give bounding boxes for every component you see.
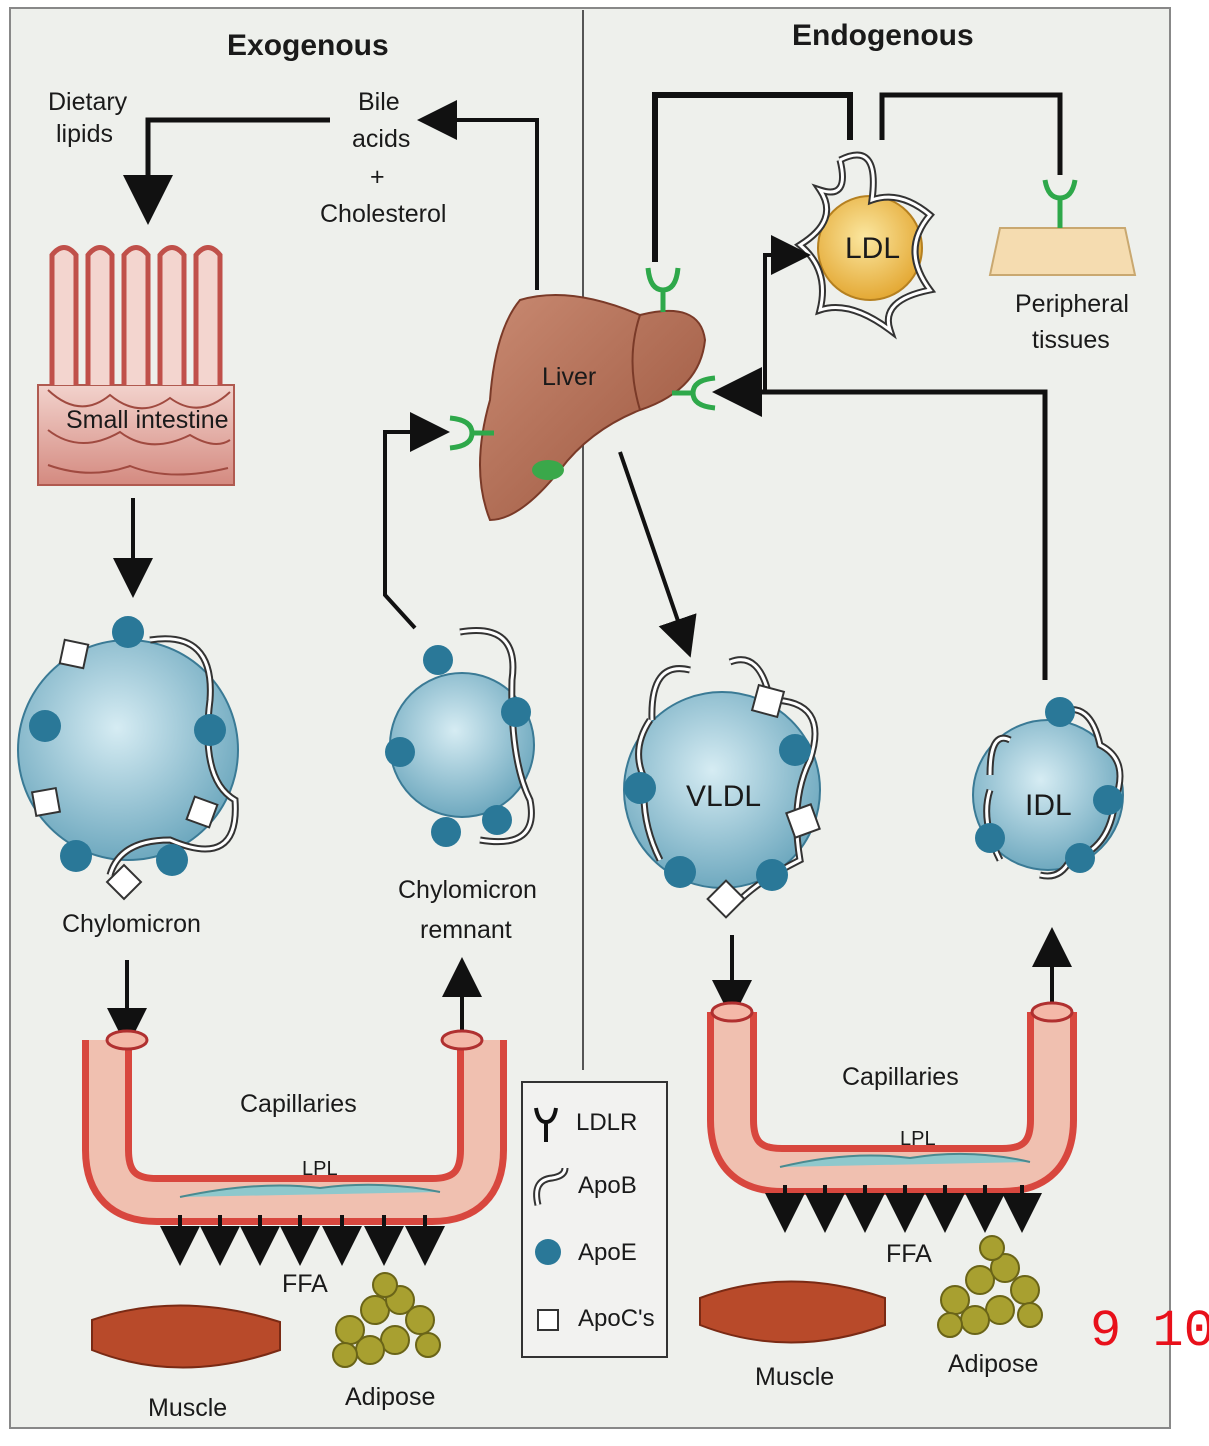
apoe-dot <box>756 859 788 891</box>
muscle-right-label: Muscle <box>755 1363 834 1391</box>
adipose-left-label: Adipose <box>345 1383 435 1411</box>
apoe-dot <box>385 737 415 767</box>
apoe-dot <box>60 840 92 872</box>
ldl-label: LDL <box>845 232 900 265</box>
capillaries-left-label: Capillaries <box>240 1090 357 1118</box>
bile-acids-label-line3: Cholesterol <box>320 200 446 228</box>
apoe-dot <box>1093 785 1123 815</box>
apoe-dot <box>431 817 461 847</box>
dietary-lipids-label-line2: lipids <box>56 120 113 148</box>
legend-ldlr-label: LDLR <box>576 1109 637 1136</box>
legend-apoe-label: ApoE <box>578 1239 637 1266</box>
small-intestine-label: Small intestine <box>66 406 229 434</box>
apoe-icon <box>535 1239 561 1265</box>
apoe-dot <box>1065 843 1095 873</box>
dietary-lipids-label-line1: Dietary <box>48 88 128 116</box>
vldl-label: VLDL <box>686 780 761 813</box>
apoe-dot <box>624 772 656 804</box>
muscle-right-illustration <box>700 1282 885 1343</box>
muscle-left-illustration <box>92 1305 280 1367</box>
apoe-dot <box>112 616 144 648</box>
small-intestine-illustration: Small intestine <box>38 248 234 486</box>
liver-label: Liver <box>542 363 596 391</box>
lpl-right-label: LPL <box>900 1128 936 1150</box>
apoe-dot <box>423 645 453 675</box>
chylomicron-remnant-label-line2: remnant <box>420 916 512 944</box>
adipose-right-label: Adipose <box>948 1350 1038 1378</box>
idl-label: IDL <box>1025 789 1072 822</box>
apoc-square <box>60 640 88 668</box>
chylomicron-label: Chylomicron <box>62 910 201 938</box>
endogenous-header: Endogenous <box>792 19 974 52</box>
capillaries-right-label: Capillaries <box>842 1063 959 1091</box>
legend-apob-label: ApoB <box>578 1172 637 1199</box>
bile-acids-label-line2: acids <box>352 125 410 153</box>
apoc-square <box>32 788 60 816</box>
exogenous-header: Exogenous <box>227 29 389 62</box>
lpl-left-label: LPL <box>302 1158 338 1180</box>
legend-apocs-label: ApoC's <box>578 1305 655 1332</box>
apoe-dot <box>664 856 696 888</box>
ffa-right-label: FFA <box>886 1240 932 1268</box>
peripheral-tissues-label-line1: Peripheral <box>1015 290 1129 318</box>
apoe-dot <box>779 734 811 766</box>
apoe-dot <box>975 823 1005 853</box>
apoe-dot <box>501 697 531 727</box>
apoe-dot <box>1045 697 1075 727</box>
apoe-dot <box>156 844 188 876</box>
legend: LDLR ApoB ApoE ApoC's <box>522 1082 667 1357</box>
muscle-left-label: Muscle <box>148 1394 227 1422</box>
ffa-left-label: FFA <box>282 1270 328 1298</box>
peripheral-tissues-label-line2: tissues <box>1032 326 1110 354</box>
timestamp-overlay: 9 10:0 <box>1090 1302 1209 1361</box>
apoe-dot <box>29 710 61 742</box>
bile-acids-plus: + <box>370 163 385 191</box>
apoc-square <box>752 685 784 717</box>
apoe-dot <box>194 714 226 746</box>
apoe-dot <box>482 805 512 835</box>
bile-acids-label-line1: Bile <box>358 88 400 116</box>
chylomicron-remnant-label-line1: Chylomicron <box>398 876 537 904</box>
apoc-icon <box>538 1310 558 1330</box>
